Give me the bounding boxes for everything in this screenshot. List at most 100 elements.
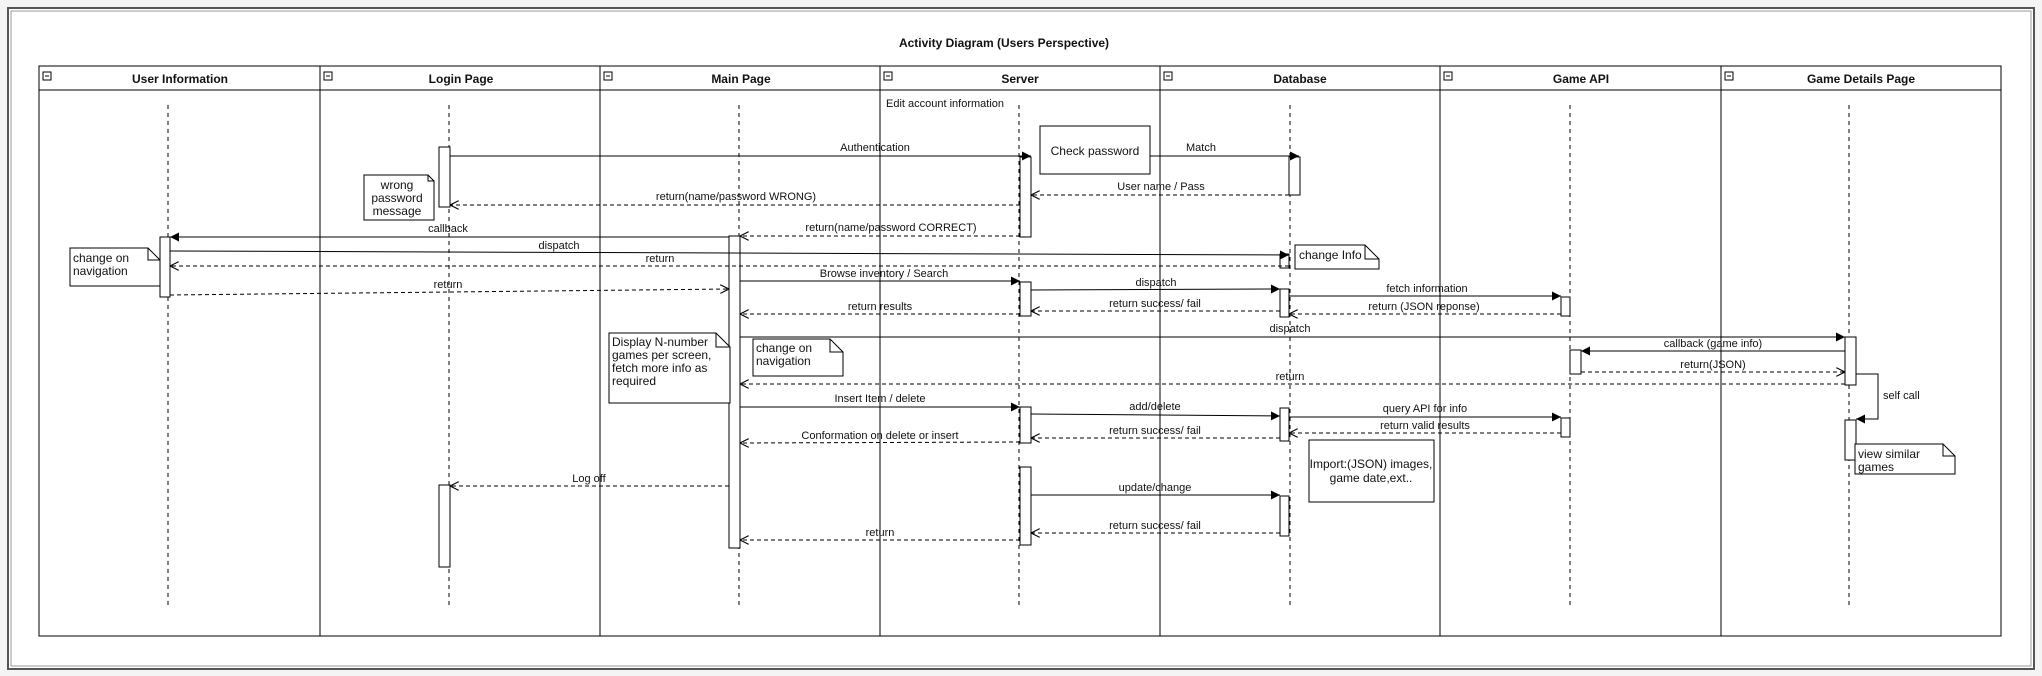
lane-title: Server bbox=[1001, 72, 1039, 86]
activation-login-1 bbox=[438, 146, 451, 208]
swimlanes: User Information Login Page Main Page Se… bbox=[38, 65, 2002, 637]
label-insert-delete: Insert Item / delete bbox=[834, 393, 925, 405]
lane-main-page: Main Page bbox=[603, 71, 771, 86]
svg-text:message: message bbox=[373, 204, 422, 218]
label-callback-game-info: callback (game info) bbox=[1664, 338, 1762, 350]
lane-login-page: Login Page bbox=[323, 71, 494, 86]
messages bbox=[169, 151, 1879, 540]
arrow-dispatch-1 bbox=[169, 250, 1290, 260]
label-return-3: return bbox=[1276, 371, 1305, 383]
svg-text:Import:(JSON) images,: Import:(JSON) images, bbox=[1310, 457, 1433, 471]
label-conformation: Conformation on delete or insert bbox=[801, 430, 958, 442]
svg-text:change Info: change Info bbox=[1299, 248, 1362, 262]
svg-text:required: required bbox=[612, 374, 656, 388]
arrow-dispatch-2 bbox=[1030, 284, 1281, 294]
svg-text:fetch more info as: fetch more info as bbox=[612, 361, 707, 375]
label-match: Match bbox=[1186, 142, 1216, 154]
svg-text:change on: change on bbox=[73, 251, 129, 265]
activation-db-3 bbox=[1279, 288, 1290, 318]
activation-bars bbox=[159, 146, 1857, 568]
activation-db-5 bbox=[1279, 495, 1290, 537]
label-return-results: return results bbox=[848, 301, 913, 313]
lane-container bbox=[38, 65, 2002, 637]
label-return-json-response: return (JSON reponse) bbox=[1368, 301, 1479, 313]
label-update-change: update/change bbox=[1119, 482, 1192, 494]
lane-title: Game Details Page bbox=[1807, 72, 1915, 86]
activation-api-3 bbox=[1560, 417, 1571, 438]
check-password-box bbox=[1039, 125, 1151, 175]
activation-server-2 bbox=[1019, 281, 1032, 317]
note-change-info: change Info bbox=[1294, 244, 1380, 270]
svg-text:change on: change on bbox=[756, 341, 812, 355]
activation-api-2 bbox=[1569, 349, 1582, 375]
edit-account-label: Edit account information bbox=[886, 98, 1004, 110]
svg-text:navigation: navigation bbox=[756, 354, 811, 368]
lane-server: Server bbox=[883, 71, 1039, 86]
label-return-success-fail-3: return success/ fail bbox=[1109, 520, 1201, 532]
label-dispatch-2: dispatch bbox=[1136, 277, 1177, 289]
label-log-off: Log off bbox=[572, 473, 606, 485]
svg-text:games: games bbox=[1858, 460, 1894, 474]
arrow-self-call bbox=[1856, 373, 1879, 424]
label-return-json: return(JSON) bbox=[1680, 359, 1745, 371]
lane-title: User Information bbox=[132, 72, 228, 86]
note-import-json: Import:(JSON) images, game date,ext.. bbox=[1308, 439, 1435, 503]
inner-frame bbox=[10, 10, 2032, 667]
activation-user-info bbox=[159, 236, 171, 298]
label-self-call: self call bbox=[1883, 390, 1920, 402]
svg-text:password: password bbox=[371, 191, 422, 205]
lane-game-details-page: Game Details Page bbox=[1724, 71, 1915, 86]
label-return-success-fail-2: return success/ fail bbox=[1109, 425, 1201, 437]
label-user-name-pass: User name / Pass bbox=[1117, 181, 1205, 193]
svg-text:view similar: view similar bbox=[1858, 447, 1920, 461]
activation-server-1 bbox=[1019, 156, 1032, 238]
message-labels: Authentication Match User name / Pass re… bbox=[428, 142, 1920, 539]
label-return-wrong: return(name/password WRONG) bbox=[656, 191, 816, 203]
lane-database: Database bbox=[1163, 71, 1327, 86]
svg-text:wrong: wrong bbox=[380, 178, 414, 192]
label-return-1: return bbox=[646, 253, 675, 265]
activation-login-2 bbox=[438, 484, 451, 568]
label-dispatch-1: dispatch bbox=[539, 240, 580, 252]
outer-frame bbox=[7, 7, 2035, 670]
label-dispatch-3: dispatch bbox=[1270, 323, 1311, 335]
lane-title: Game API bbox=[1553, 72, 1609, 86]
activation-db-1 bbox=[1288, 156, 1301, 196]
check-password-label: Check password bbox=[1051, 144, 1140, 158]
label-return-correct: return(name/password CORRECT) bbox=[805, 222, 976, 234]
label-callback: callback bbox=[428, 223, 468, 235]
label-authentication: Authentication bbox=[840, 142, 910, 154]
label-fetch-info: fetch information bbox=[1386, 283, 1467, 295]
lane-user-information: User Information bbox=[42, 71, 228, 86]
lane-game-api: Game API bbox=[1443, 71, 1609, 86]
note-change-navigation-main: change on navigation bbox=[752, 338, 844, 377]
arrow-add-delete bbox=[1030, 411, 1281, 421]
note-display-games: Display N-number games per screen, fetch… bbox=[608, 332, 731, 404]
lane-title: Database bbox=[1273, 72, 1327, 86]
activation-api-1 bbox=[1560, 296, 1571, 317]
arrow-return-2 bbox=[169, 289, 729, 296]
label-browse: Browse inventory / Search bbox=[820, 268, 948, 280]
lane-title: Login Page bbox=[429, 72, 494, 86]
label-return-4: return bbox=[866, 527, 895, 539]
activation-server-4 bbox=[1019, 466, 1032, 546]
svg-text:games per screen,: games per screen, bbox=[612, 348, 711, 362]
activation-db-4 bbox=[1279, 407, 1290, 442]
note-wrong-password: wrong password message bbox=[363, 174, 435, 221]
label-return-2: return bbox=[434, 279, 463, 291]
label-return-success-fail-1: return success/ fail bbox=[1109, 298, 1201, 310]
label-query-api: query API for info bbox=[1383, 403, 1467, 415]
lane-title: Main Page bbox=[711, 72, 771, 86]
activation-server-3 bbox=[1019, 406, 1032, 444]
activation-details-1 bbox=[1844, 336, 1857, 386]
label-return-valid: return valid results bbox=[1380, 420, 1470, 432]
label-add-delete: add/delete bbox=[1129, 401, 1180, 413]
note-change-navigation-left: change on navigation bbox=[69, 247, 161, 287]
svg-text:game date,ext..: game date,ext.. bbox=[1330, 471, 1413, 485]
svg-text:Display N-number: Display N-number bbox=[612, 335, 708, 349]
arrow-conformation bbox=[740, 442, 1021, 443]
svg-text:navigation: navigation bbox=[73, 264, 128, 278]
note-view-similar: view similar games bbox=[1854, 443, 1956, 475]
activation-main bbox=[728, 235, 741, 549]
